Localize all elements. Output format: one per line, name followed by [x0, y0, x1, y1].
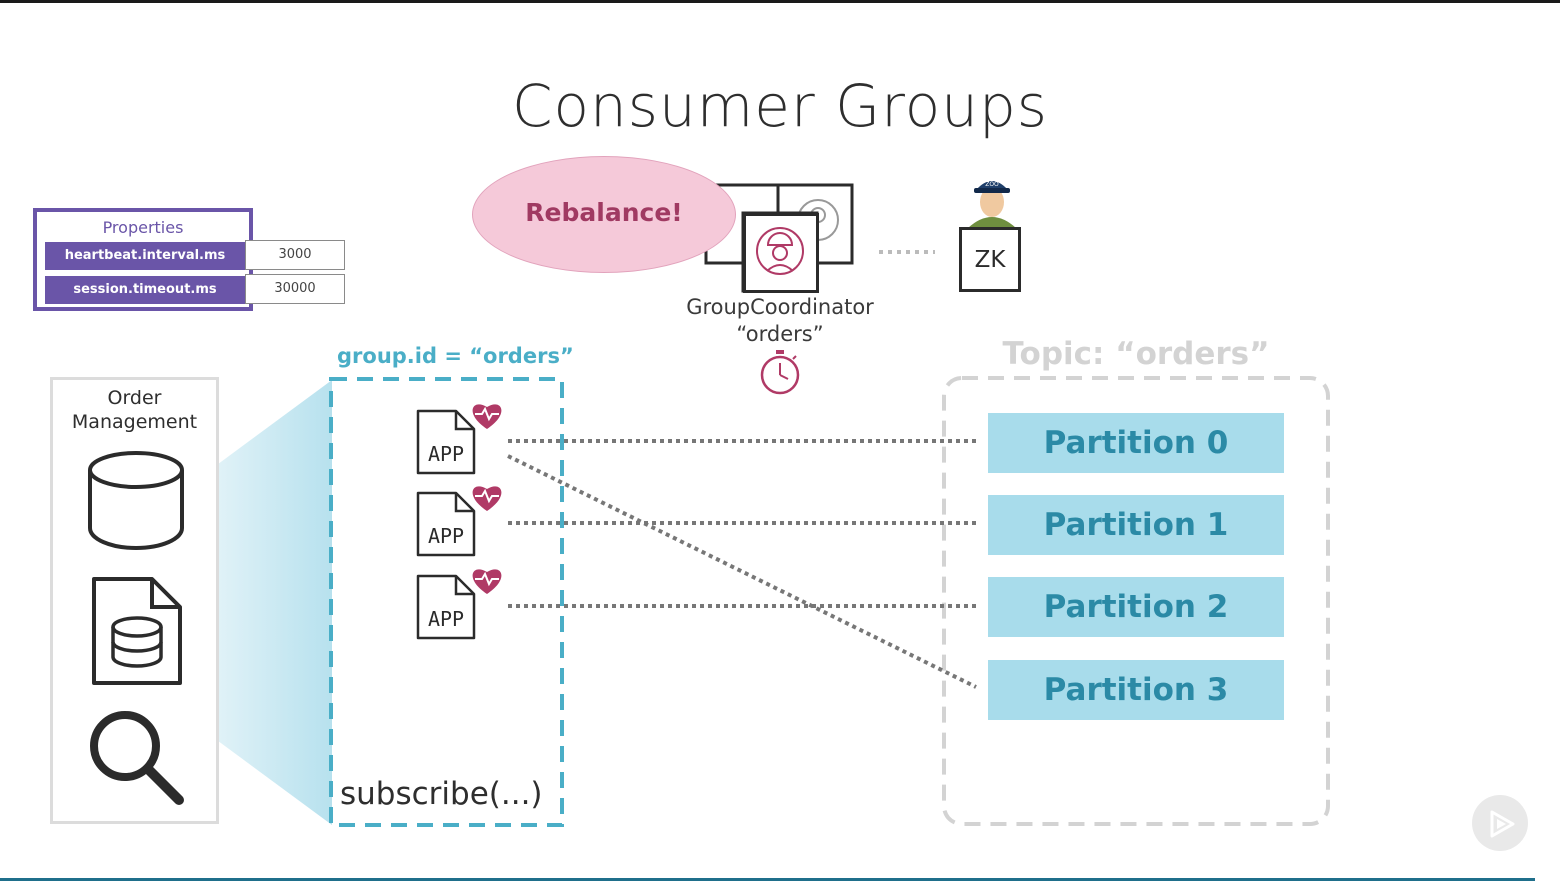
zookeeper-keeper-icon: ZOO — [968, 181, 1016, 228]
broker-icon — [743, 213, 819, 293]
zookeeper-hat-text: ZOO — [985, 181, 999, 188]
group-coordinator-group: “orders” — [736, 322, 824, 346]
order-management-panel: Order Management — [50, 377, 219, 824]
properties-panel: Properties heartbeat.interval.ms session… — [33, 208, 253, 311]
stopwatch-icon — [760, 350, 800, 395]
topic-label: Topic: “orders” — [1002, 336, 1270, 372]
search-icon — [90, 711, 184, 805]
database-icon — [88, 451, 184, 550]
projection-wedge — [210, 380, 332, 825]
heart-pulse-icon — [472, 404, 502, 429]
subscribe-label: subscribe(...) — [340, 776, 543, 812]
play-logo-button[interactable] — [1472, 795, 1528, 851]
app-file-icon: APP — [416, 574, 476, 640]
group-id-label: group.id = “orders” — [337, 344, 574, 368]
property-key-session: session.timeout.ms — [45, 276, 245, 304]
consumer-partition-links — [507, 439, 977, 689]
order-management-label: Order Management — [53, 386, 216, 434]
properties-title: Properties — [102, 218, 184, 237]
document-database-icon — [92, 577, 182, 685]
property-key-heartbeat: heartbeat.interval.ms — [45, 242, 245, 270]
partition-1: Partition 1 — [988, 495, 1284, 555]
top-border — [0, 0, 1560, 3]
play-logo-icon — [1490, 810, 1515, 838]
heart-pulse-icon — [472, 569, 502, 594]
property-value-session: 30000 — [245, 274, 345, 304]
heart-pulse-icon — [472, 486, 502, 511]
app-label: APP — [428, 607, 464, 631]
page-title: Consumer Groups — [512, 72, 1048, 140]
partition-3: Partition 3 — [988, 660, 1284, 720]
consumer-app-1: APP — [414, 400, 504, 478]
coordinator-zk-link — [879, 250, 935, 254]
group-coordinator-name: GroupCoordinator — [686, 295, 874, 319]
group-coordinator-label: GroupCoordinator “orders” — [640, 294, 920, 348]
app-file-icon: APP — [416, 491, 476, 557]
order-management-line1: Order — [107, 387, 162, 409]
topic-box — [942, 376, 1330, 826]
zk-box: ZK — [959, 227, 1021, 292]
app-label: APP — [428, 524, 464, 548]
app-label: APP — [428, 442, 464, 466]
consumer-group-box — [329, 377, 564, 827]
consumer-app-2: APP — [414, 482, 504, 560]
app-file-icon: APP — [416, 409, 476, 475]
order-management-line2: Management — [71, 411, 198, 433]
bottom-border — [0, 878, 1535, 881]
property-value-heartbeat: 3000 — [245, 240, 345, 270]
partition-2: Partition 2 — [988, 577, 1284, 637]
rebalance-bubble: Rebalance! — [472, 156, 736, 273]
partition-0: Partition 0 — [988, 413, 1284, 473]
consumer-app-3: APP — [414, 565, 504, 643]
